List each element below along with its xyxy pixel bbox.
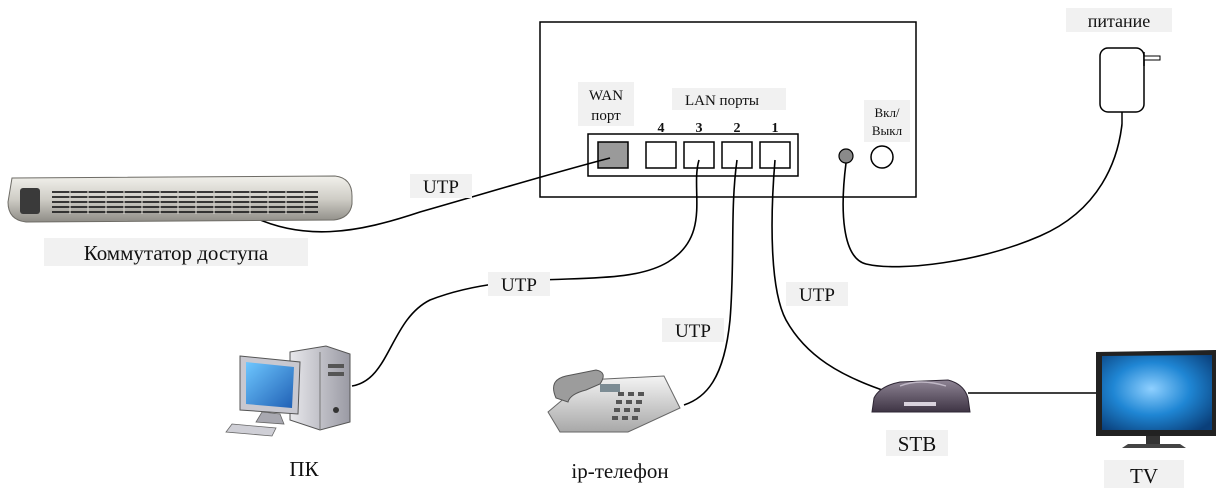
wan-label-bg	[578, 82, 634, 126]
lan-label: LAN порты	[685, 93, 759, 109]
lan-label-bg	[672, 88, 786, 110]
port-number-1: 1	[772, 121, 779, 136]
cable-lan2-phone	[683, 159, 738, 406]
tv-label: TV	[1130, 464, 1158, 488]
switch-label-bg	[44, 238, 308, 266]
stb-slot	[904, 402, 936, 406]
wan-label-line2: порт	[591, 108, 621, 124]
power-button-label-line1: Вкл/	[874, 105, 899, 120]
phone-display	[600, 384, 620, 392]
tv: TV	[1096, 350, 1216, 488]
stb-label: STB	[898, 432, 937, 456]
power-supply-label-bg	[1066, 8, 1172, 32]
cable-switch-wan	[239, 157, 611, 233]
lan-port-3	[683, 141, 715, 169]
cable-lan1-stb	[771, 159, 889, 393]
power-button-label-bg	[864, 100, 910, 142]
phone-keypad	[612, 392, 644, 420]
pc-label: ПК	[289, 457, 319, 481]
power-supply-label: питание	[1088, 11, 1151, 31]
stb-label-bg	[886, 430, 948, 456]
wan-port	[597, 141, 629, 169]
pc-monitor-screen	[246, 362, 294, 408]
cable-power	[842, 123, 1123, 268]
power-button-label-line2: Выкл	[872, 123, 903, 138]
switch-vents	[52, 191, 318, 213]
switch-label: Коммутатор доступа	[84, 241, 269, 265]
power-button	[870, 145, 894, 169]
switch-body	[7, 175, 353, 223]
utp-label-bg-3	[662, 318, 724, 342]
phone-handset	[553, 369, 604, 403]
utp-label-bg-4	[786, 282, 848, 306]
utp-label-switch: UTP	[423, 177, 459, 198]
set-top-box: STB	[871, 379, 971, 456]
wan-label-line1: WAN	[589, 88, 623, 104]
port-number-2: 2	[734, 121, 741, 136]
lan-port-4	[645, 141, 677, 169]
switch-vent-dividers	[69, 190, 305, 214]
tv-screen	[1102, 355, 1212, 430]
stb-body	[871, 379, 971, 413]
access-switch: Коммутатор доступа	[7, 175, 353, 266]
pc: ПК	[225, 345, 351, 481]
utp-label-pc: UTP	[501, 275, 537, 296]
power-adapter: питание	[1066, 8, 1172, 124]
utp-label-bg-1	[410, 174, 472, 198]
phone-label: ip-телефон	[571, 459, 668, 483]
switch-side-panel	[20, 188, 40, 214]
cable-labels: UTP UTP UTP UTP	[410, 174, 848, 342]
utp-label-phone: UTP	[675, 321, 711, 342]
power-adapter-body	[1099, 47, 1145, 113]
ip-phone: ip-телефон	[547, 369, 681, 483]
utp-label-stb: UTP	[799, 285, 835, 306]
pc-keyboard	[225, 423, 277, 437]
cables	[239, 123, 1123, 406]
power-jack	[838, 148, 854, 164]
tv-label-bg	[1104, 460, 1184, 488]
port-number-4: 4	[658, 121, 665, 136]
power-plug-prong-1	[1143, 55, 1161, 61]
port-number-3: 3	[696, 121, 703, 136]
cable-lan3-pc	[351, 159, 700, 387]
utp-label-bg-2	[488, 272, 550, 296]
lan-port-2	[721, 141, 753, 169]
tv-stand	[1122, 444, 1186, 448]
router: WAN порт LAN порты 4 3 2 1 Вкл/ Выкл	[539, 21, 917, 198]
